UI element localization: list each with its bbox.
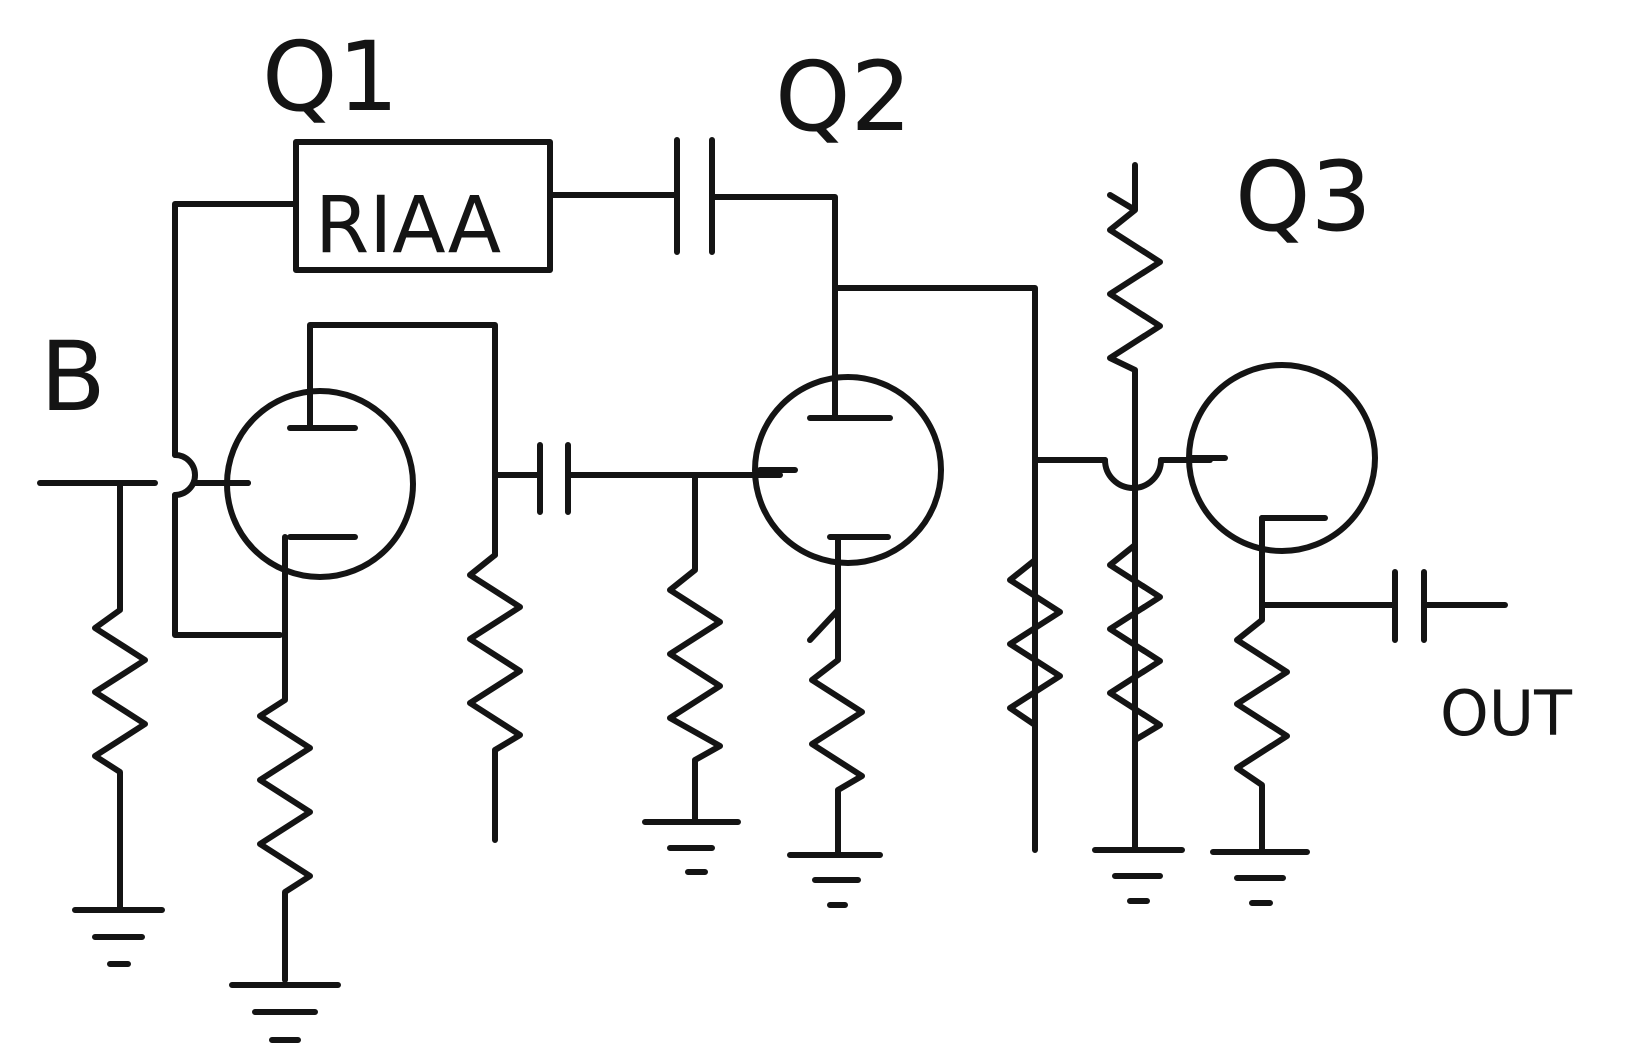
ground-symbol-6: [1210, 849, 1310, 906]
ground-symbol-4: [787, 852, 883, 908]
q3-tube: [1186, 362, 1508, 906]
q2-label: Q2: [775, 41, 912, 153]
q1-plate-resistor: [467, 552, 523, 843]
q1-cathode-resistor: [257, 534, 313, 983]
ground-symbol-2: [229, 982, 341, 1043]
output-label: OUT: [1440, 677, 1573, 750]
riaa-network: RIAA: [172, 137, 838, 638]
q1-tube: [222, 322, 523, 1043]
feedback-crossover-hop: [172, 452, 198, 498]
output-capacitor: [1392, 569, 1427, 643]
coupling-capacitor-mid: [537, 442, 571, 515]
q2-tube: [752, 285, 1063, 908]
input-label: B: [40, 321, 106, 433]
riaa-label: RIAA: [315, 181, 501, 271]
q3-bias-network: [1032, 162, 1213, 904]
q1-label: Q1: [262, 21, 399, 133]
ground-symbol-5: [1092, 847, 1185, 904]
interstage-coupling: [492, 442, 783, 875]
feedback-wire-to-cathode: [172, 492, 283, 638]
ground-symbol-1: [72, 907, 165, 967]
cap-to-q2-plate-wire: [709, 194, 838, 291]
q1-plate-wire: [307, 322, 498, 558]
q2-plate-resistor: [1007, 542, 1063, 728]
q3-bias-resistor: [1107, 542, 1163, 743]
q2-cathode-resistor: [807, 534, 865, 858]
coupling-capacitor-top: [674, 137, 715, 255]
q2-plate-feed-wire: [832, 285, 1038, 853]
feedback-wire-left: [172, 201, 299, 458]
q2-envelope: [752, 374, 944, 566]
q3-label: Q3: [1235, 141, 1372, 253]
q1-envelope: [224, 388, 416, 580]
q3-cathode-resistor: [1234, 602, 1290, 855]
q3-cathode-wire: [1259, 515, 1398, 608]
q2-grid-resistor: [667, 472, 723, 825]
input-grid-resistor: [92, 480, 148, 913]
input-stage: [37, 480, 251, 967]
ground-symbol-3: [642, 819, 741, 875]
q3-supply-resistor: [1107, 162, 1163, 853]
